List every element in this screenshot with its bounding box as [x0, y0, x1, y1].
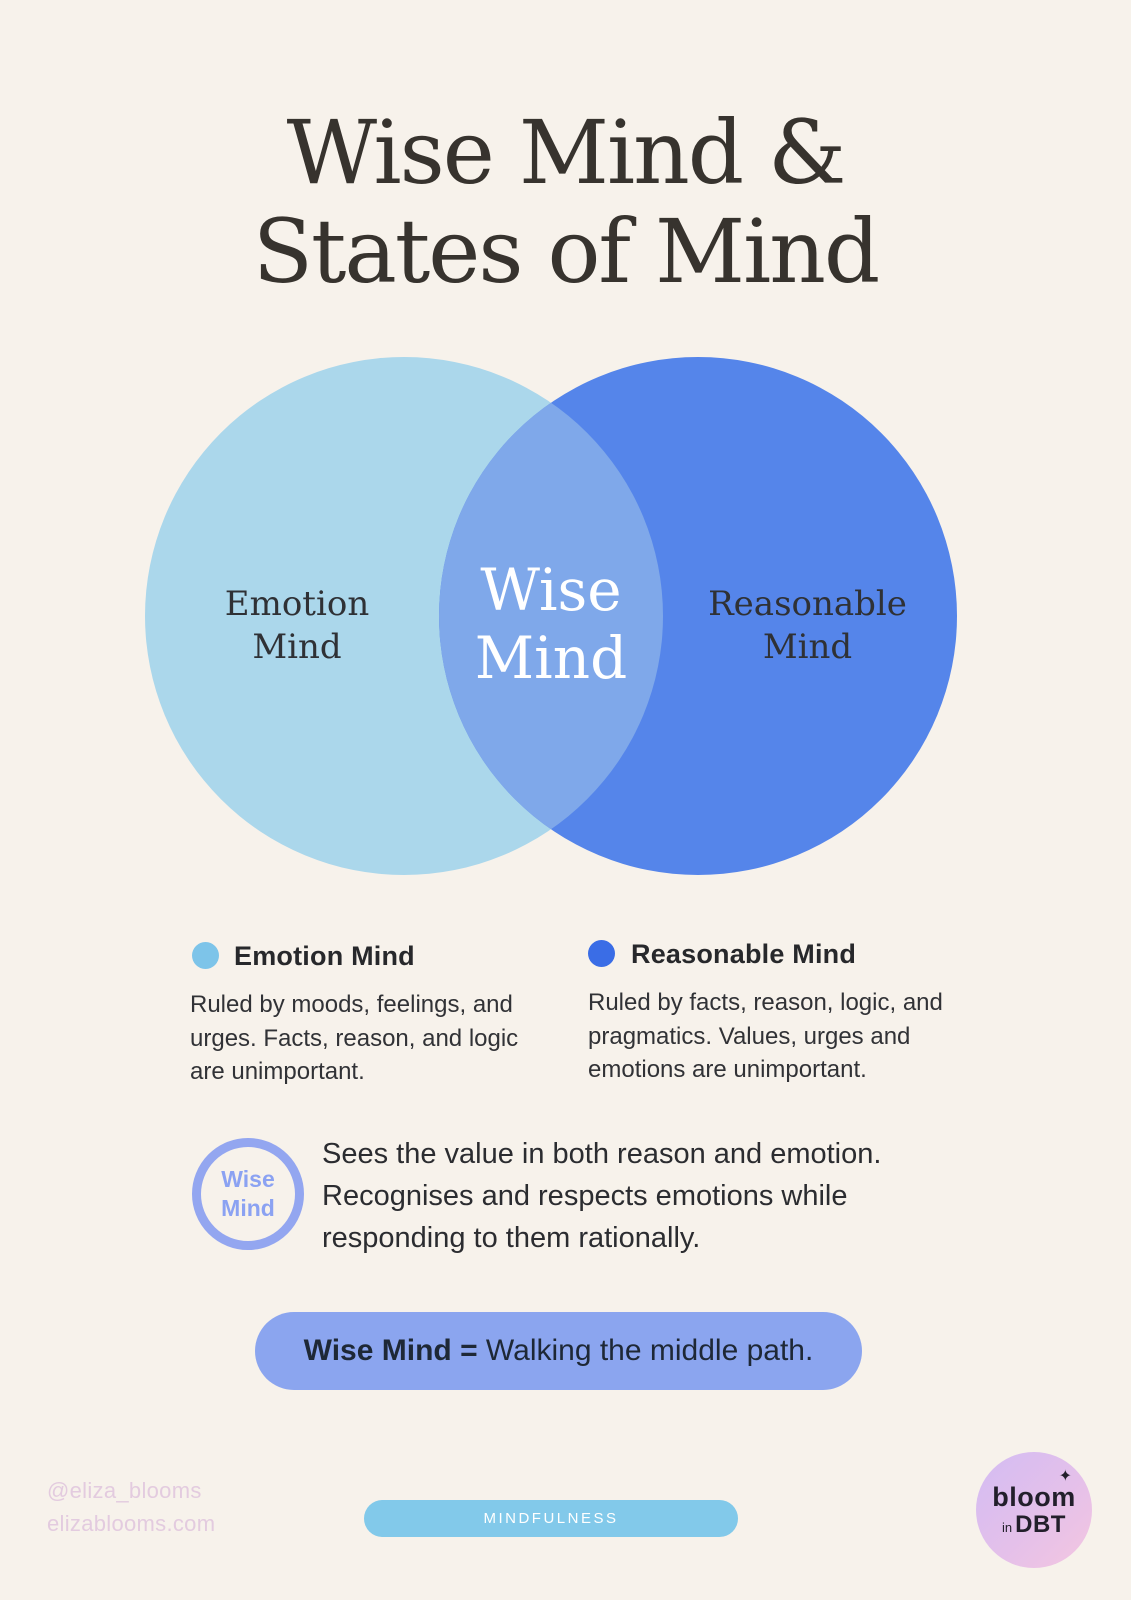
- venn-label-emotion-mind: Emotion Mind: [224, 584, 370, 667]
- mindfulness-tag: MINDFULNESS: [364, 1500, 738, 1537]
- page-title-line1: Wise Mind &: [286, 101, 847, 204]
- logo-text-bloom: bloom: [992, 1481, 1076, 1512]
- emotion-mind-legend-title: Emotion Mind: [234, 941, 415, 971]
- website-url: elizablooms.com: [47, 1511, 216, 1536]
- reasonable-mind-dot-icon: [588, 940, 615, 967]
- reasonable-mind-legend-title: Reasonable Mind: [631, 939, 857, 969]
- venn-overlap: [439, 357, 663, 875]
- emotion-mind-dot-icon: [192, 942, 219, 969]
- banner-rest-text: Walking the middle path.: [477, 1334, 814, 1367]
- reasonable-mind-legend-body: Ruled by facts, reason, logic, and pragm…: [588, 989, 943, 1084]
- logo-text-in: in: [1002, 1520, 1013, 1536]
- wise-mind-badge-label: Wise Mind: [221, 1166, 275, 1221]
- logo-text-dbt: DBT: [1015, 1511, 1066, 1539]
- venn-label-wise-mind: Wise Mind: [474, 556, 628, 693]
- mindfulness-tag-label: MINDFULNESS: [483, 1510, 619, 1527]
- banner-bold-text: Wise Mind =: [303, 1334, 478, 1367]
- venn-diagram: [145, 357, 957, 875]
- sparkle-icon: ✦: [1058, 1468, 1072, 1485]
- wise-mind-description: Sees the value in both reason and emotio…: [322, 1138, 882, 1255]
- middle-path-banner: Wise Mind = Walking the middle path.: [255, 1312, 862, 1390]
- wise-mind-badge: Wise Mind: [192, 1138, 304, 1250]
- venn-label-reasonable-mind: Reasonable Mind: [708, 584, 907, 667]
- page-title: Wise Mind & States of Mind: [0, 101, 1131, 303]
- social-handle: @eliza_blooms: [47, 1478, 202, 1503]
- page-title-line2: States of Mind: [252, 199, 880, 303]
- emotion-mind-legend-body: Ruled by moods, feelings, and urges. Fac…: [190, 991, 519, 1086]
